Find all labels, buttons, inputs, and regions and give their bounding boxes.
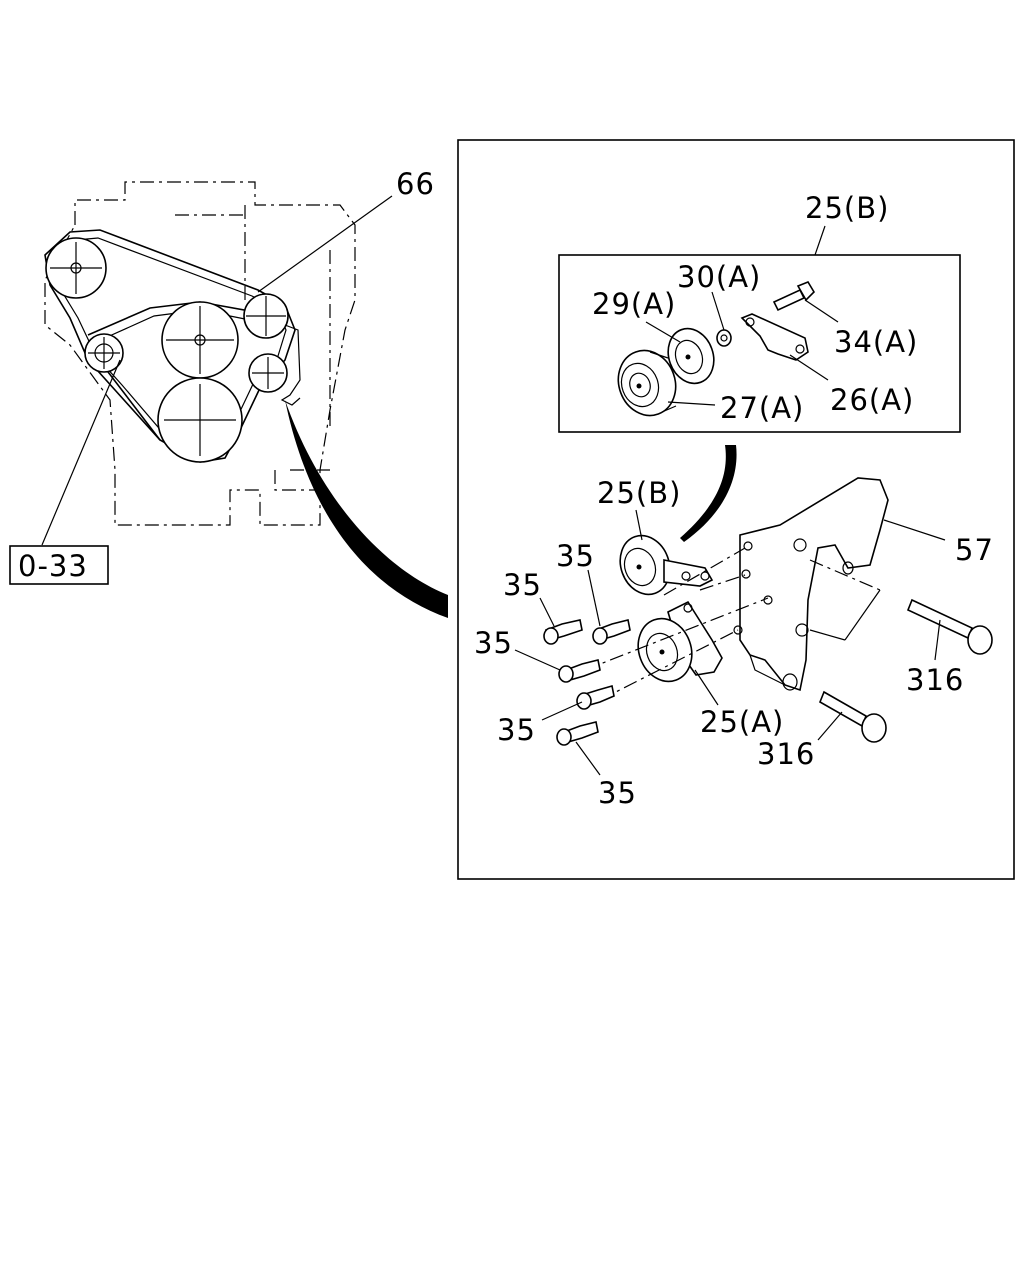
- callout-bracket-main: 57: [955, 533, 994, 567]
- callout-tensioner: 25(A): [700, 705, 784, 739]
- assembly: [514, 477, 993, 776]
- callout-washer: 30(A): [677, 260, 761, 294]
- callout-pulley-small: 29(A): [592, 287, 676, 321]
- bracket-main: [739, 477, 889, 692]
- callout-kit-top: 25(B): [805, 191, 889, 225]
- bolt-kit: [772, 288, 806, 312]
- kit-parts: [617, 281, 839, 417]
- callout-idler-upper: 25(B): [597, 476, 681, 510]
- callout-bolt-35-a: 35: [556, 539, 595, 573]
- bolt-316-lower: [818, 690, 868, 728]
- callout-bolt-316-b: 316: [757, 737, 815, 771]
- callout-bolt-35-e: 35: [598, 776, 637, 810]
- callout-bolt-35-d: 35: [497, 713, 536, 747]
- callout-bolt-kit: 34(A): [834, 325, 918, 359]
- detail-frame: [457, 139, 1015, 880]
- callout-bolt-35-b: 35: [503, 568, 542, 602]
- callout-pulley-large: 27(A): [720, 391, 804, 425]
- detail-arrow: [285, 400, 448, 618]
- callout-bolt-35-c: 35: [474, 626, 513, 660]
- washer: [716, 329, 732, 347]
- callout-belt: 66: [396, 167, 435, 201]
- ref-page-box: [9, 545, 109, 585]
- bracket-small: [740, 313, 809, 361]
- callout-ref-page: 0-33: [18, 549, 88, 583]
- pulley-large: [617, 349, 677, 417]
- idler-upper: [619, 534, 671, 596]
- tensioner: [637, 617, 693, 683]
- engine-front-view: [9, 181, 393, 585]
- kit-box: [558, 254, 961, 433]
- kit-arrow: [680, 445, 737, 542]
- callout-bolt-316-a: 316: [906, 663, 964, 697]
- bolt-316-upper: [906, 598, 974, 640]
- callout-bracket-small: 26(A): [830, 383, 914, 417]
